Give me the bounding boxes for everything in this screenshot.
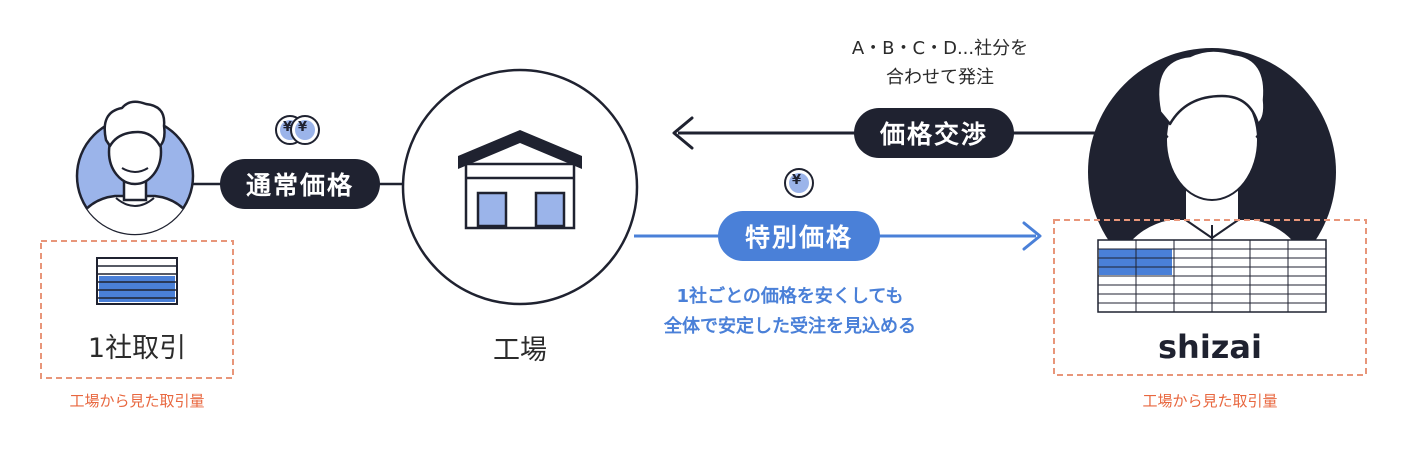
special-price-label: 特別価格 — [744, 223, 853, 252]
negotiation-arrowhead-icon — [672, 116, 694, 150]
left-volume-caption: 工場から見た取引量 — [69, 392, 205, 410]
special-price-note: 1社ごとの価格を安くしても 全体で安定した受注を見込める — [610, 282, 970, 342]
shizai-volume-box — [1053, 219, 1367, 376]
coin-icon — [784, 168, 814, 198]
special-price-pill: 特別価格 — [718, 211, 880, 261]
special-price-arrowhead-icon — [1022, 221, 1042, 251]
negotiation-note-line: A・B・C・D...社分を — [851, 38, 1029, 59]
special-price-note-line: 1社ごとの価格を安くしても — [676, 286, 904, 307]
negotiation-note: A・B・C・D...社分を 合わせて発注 — [780, 34, 1100, 92]
coin-symbol: ¥ — [283, 120, 293, 135]
negotiation-label: 価格交渉 — [879, 120, 988, 149]
factory-label: 工場 — [493, 335, 547, 366]
regular-price-label: 通常価格 — [245, 171, 354, 200]
coin-symbol: ¥ — [792, 173, 802, 188]
left-person-icon — [75, 100, 195, 236]
coin-symbol: ¥ — [298, 120, 308, 135]
left-paper-stack-icon — [96, 257, 178, 305]
negotiation-note-line: 合わせて発注 — [886, 67, 994, 88]
shizai-paper-stack-icon — [1097, 239, 1327, 313]
shizai-label: shizai — [1158, 328, 1262, 366]
coin-pair-icon — [275, 115, 320, 145]
left-volume-box — [40, 240, 234, 379]
regular-price-pill: 通常価格 — [220, 159, 380, 209]
left-party-label: 1社取引 — [87, 333, 187, 364]
special-price-note-line: 全体で安定した受注を見込める — [664, 316, 916, 337]
factory-icon — [401, 68, 639, 306]
shizai-volume-caption: 工場から見た取引量 — [1142, 392, 1278, 410]
negotiation-pill: 価格交渉 — [854, 108, 1014, 158]
